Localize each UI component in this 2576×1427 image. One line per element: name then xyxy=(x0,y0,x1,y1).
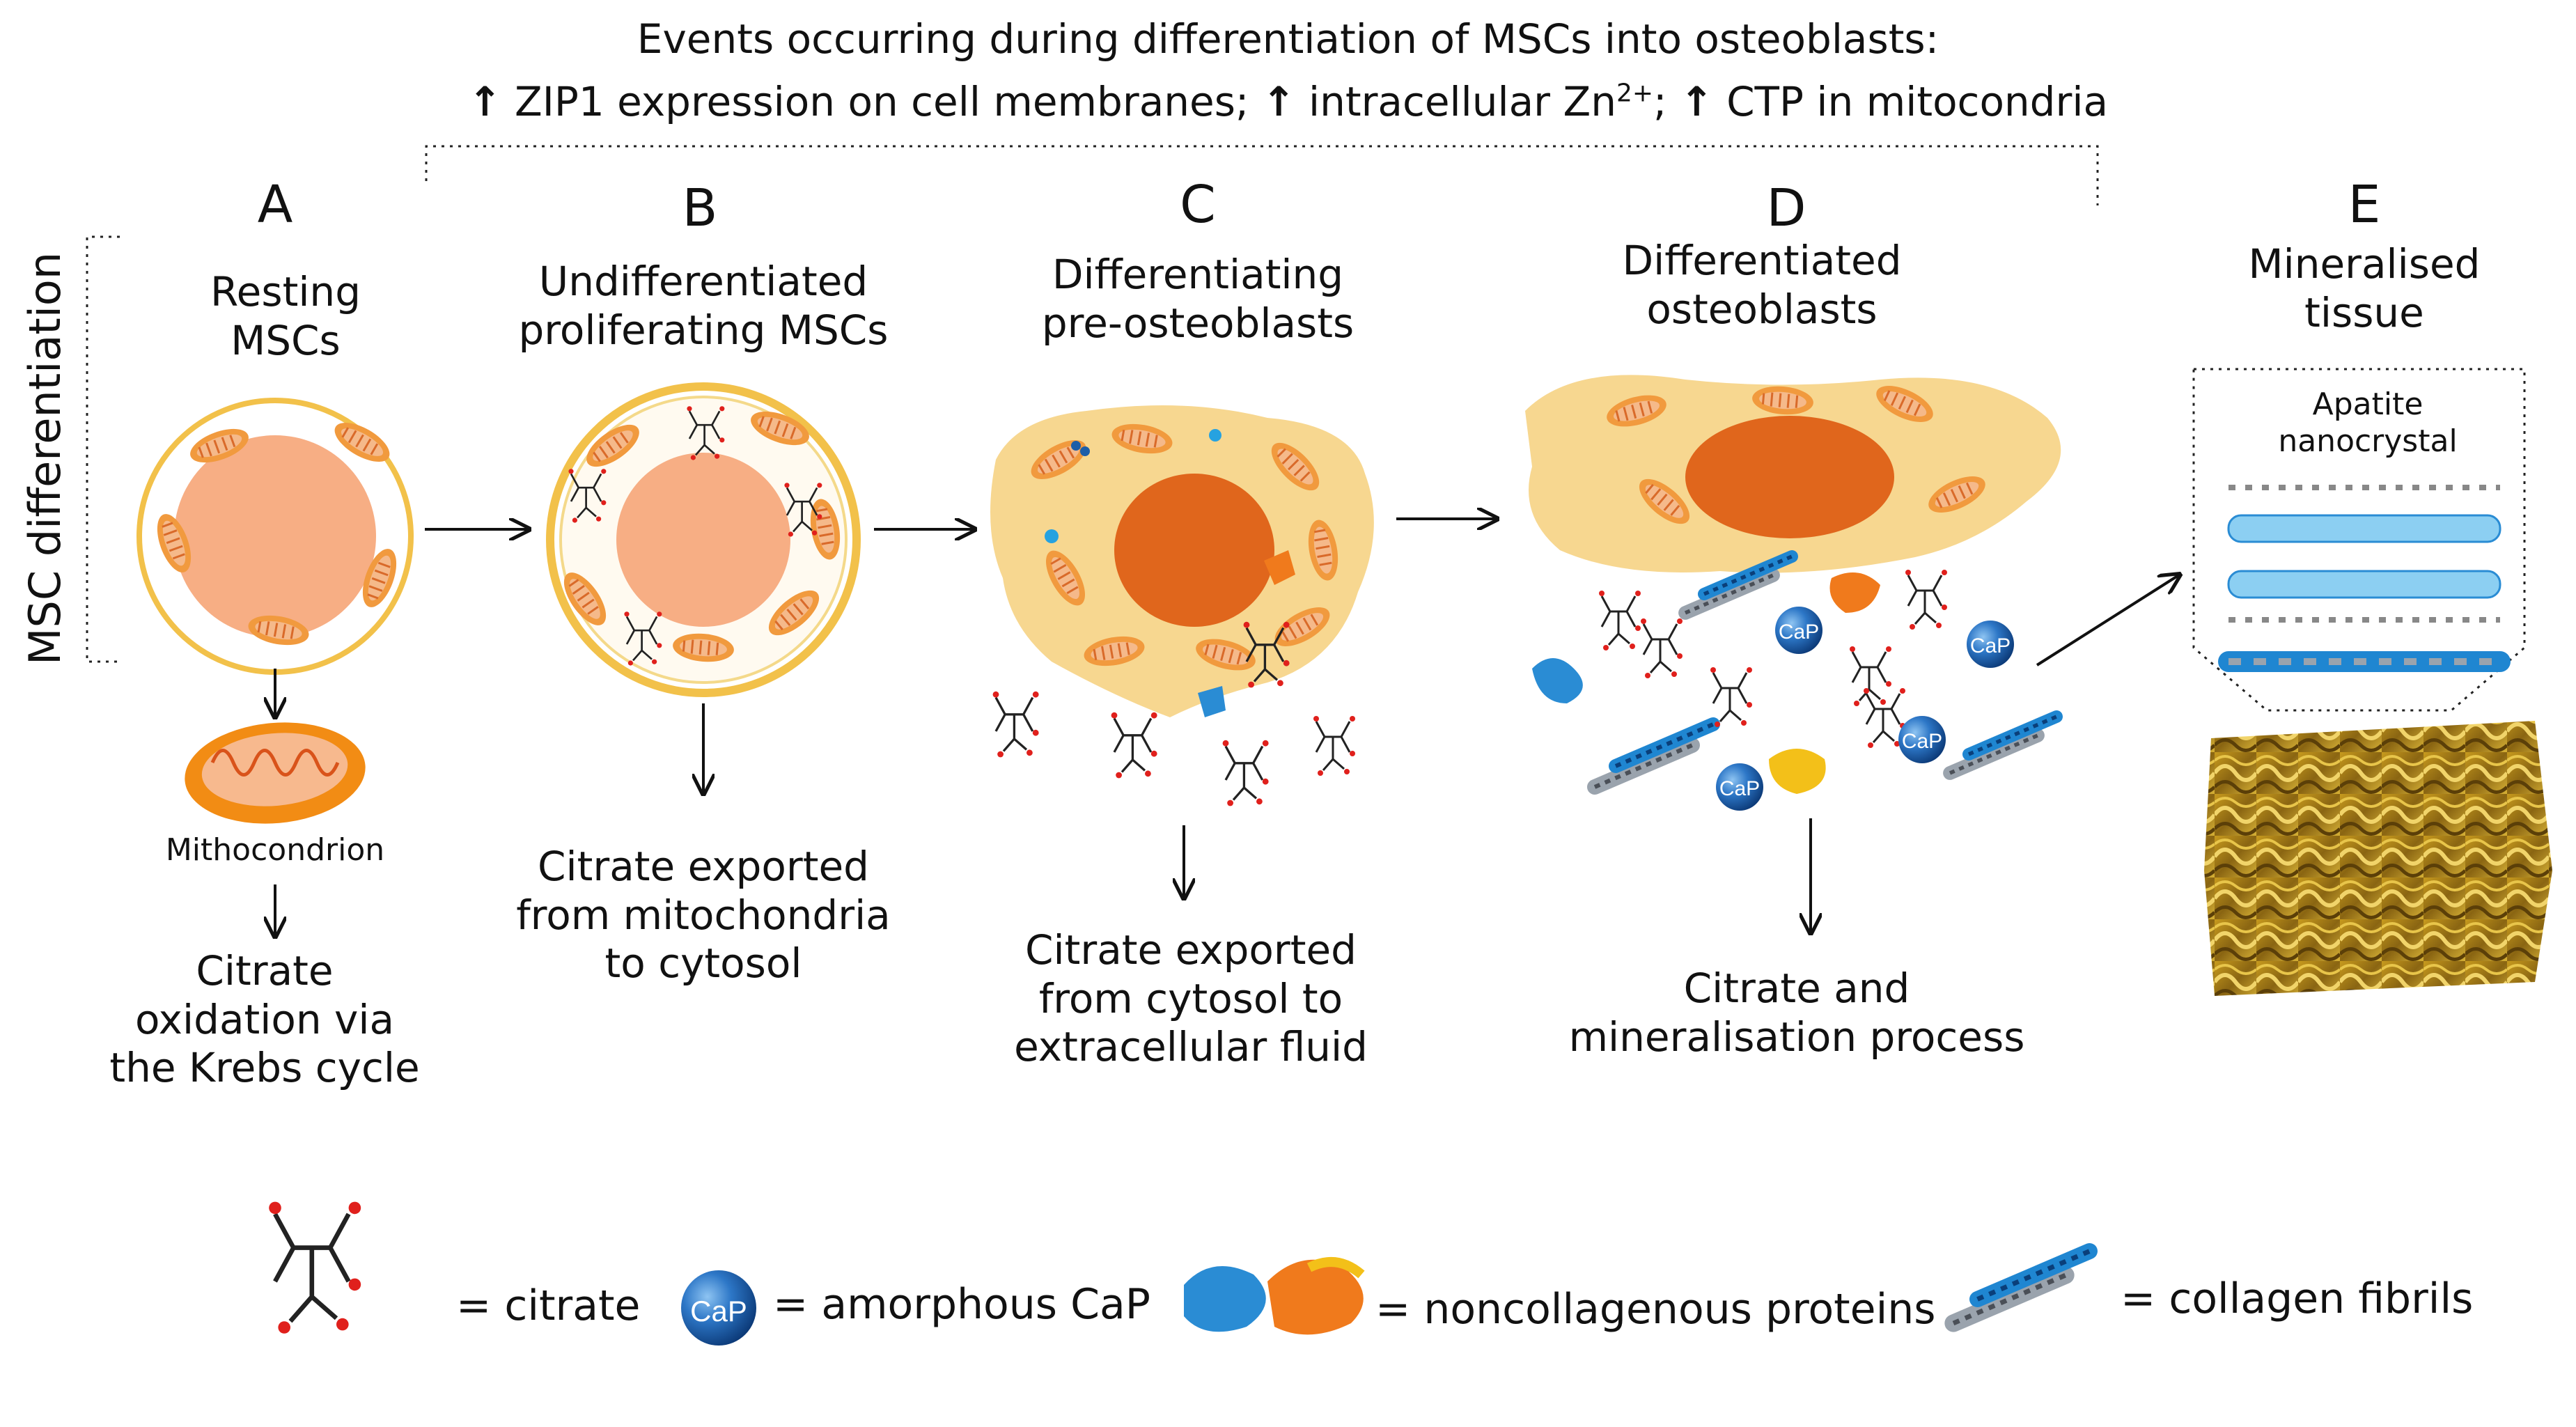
stage-c-title-line: Differentiating xyxy=(1052,251,1344,298)
stage-d-letter: D xyxy=(1766,178,1806,238)
legend-citrate: = citrate xyxy=(456,1281,641,1330)
header-item-ctp: CTP in mitocondria xyxy=(1726,78,2109,125)
stage-c-title: Differentiating pre-osteoblasts xyxy=(975,251,1421,348)
stage-a-caption: Citrate oxidation via the Krebs cycle xyxy=(84,947,446,1093)
cell-d: CaP CaP CaP CaP xyxy=(1525,375,2061,811)
stage-b-caption-line: Citrate exported xyxy=(538,843,869,890)
cell-c xyxy=(990,405,1374,808)
up-arrow-icon: ↑ xyxy=(1680,78,1714,125)
cap-label: CaP xyxy=(1902,730,1942,753)
stage-a-caption-line: Citrate xyxy=(196,947,334,995)
stage-b-letter: B xyxy=(682,178,718,238)
inset-label: Apatite nanocrystal xyxy=(2235,387,2500,460)
stage-a-caption-line: the Krebs cycle xyxy=(109,1044,420,1092)
cap-label: CaP xyxy=(1719,777,1760,800)
legend-proteins: = noncollagenous proteins xyxy=(1375,1285,1936,1334)
legend-proteins-icon xyxy=(1184,1257,1365,1335)
stage-b-caption: Citrate exported from mitochondria to cy… xyxy=(481,843,926,988)
up-arrow-icon: ↑ xyxy=(1261,78,1296,125)
stage-e-title-line: tissue xyxy=(2304,288,2424,336)
inset-label-line: Apatite xyxy=(2312,387,2423,422)
mineralised-tissue-image xyxy=(2204,721,2552,996)
header-bracket xyxy=(425,145,2099,205)
legend-cap: = amorphous CaP xyxy=(773,1280,1150,1329)
legend-cap-icon: CaP xyxy=(681,1270,756,1346)
cap-label: CaP xyxy=(1970,634,2011,657)
stage-d-caption: Citrate and mineralisation process xyxy=(1553,965,2040,1061)
header-line1: Events occurring during differentiation … xyxy=(637,15,1939,63)
legend-cap-label: CaP xyxy=(690,1295,747,1327)
stage-d-title-line: osteoblasts xyxy=(1646,285,1878,333)
legend-collagen: = collagen fibrils xyxy=(2121,1274,2474,1323)
stage-b-caption-line: to cytosol xyxy=(604,939,802,988)
cap-sphere: CaP xyxy=(1716,763,1763,811)
cap-sphere: CaP xyxy=(1967,621,2014,668)
stage-e-title: Mineralised tissue xyxy=(2208,240,2521,337)
stage-d-caption-line: mineralisation process xyxy=(1568,1013,2025,1061)
arrow-d-e xyxy=(2036,575,2180,666)
stage-b-title: Undifferentiated proliferating MSCs xyxy=(481,258,926,354)
stage-b-caption-line: from mitochondria xyxy=(516,891,891,939)
cell-b xyxy=(546,382,861,697)
stage-b-title-line: Undifferentiated xyxy=(538,258,868,305)
header-item-zn: intracellular Zn xyxy=(1308,78,1616,125)
stage-b-title-line: proliferating MSCs xyxy=(518,306,889,354)
zn-superscript: 2+ xyxy=(1616,79,1654,108)
legend-citrate-icon xyxy=(269,1202,361,1334)
stage-c-caption-line: from cytosol to xyxy=(1038,974,1343,1022)
stage-d-caption-line: Citrate and xyxy=(1683,965,1910,1012)
stage-c-title-line: pre-osteoblasts xyxy=(1041,299,1355,347)
mitochondrion-large xyxy=(185,722,366,824)
stage-a-letter: A xyxy=(257,175,293,235)
stage-e-inset xyxy=(2192,368,2526,712)
side-bracket xyxy=(86,235,120,663)
stage-c-caption-line: Citrate exported xyxy=(1025,926,1357,974)
stage-d-title-line: Differentiated xyxy=(1622,237,1902,284)
cap-label: CaP xyxy=(1779,621,1819,644)
stage-c-caption-line: extracellular fluid xyxy=(1014,1023,1368,1071)
header-line2: ↑ ZIP1 expression on cell membranes; ↑ i… xyxy=(0,78,2576,127)
stage-d-title: Differentiated osteoblasts xyxy=(1553,237,1971,334)
mitochondrion-label: Mithocondrion xyxy=(165,832,385,868)
cap-sphere: CaP xyxy=(1898,716,1946,763)
inset-label-line: nanocrystal xyxy=(2278,423,2458,459)
stage-a-caption-line: oxidation via xyxy=(134,995,394,1043)
up-arrow-icon: ↑ xyxy=(467,78,502,125)
legend-collagen-icon xyxy=(1953,1251,2090,1324)
stage-a-title-line: Resting xyxy=(210,268,361,315)
stage-c-caption: Citrate exported from cytosol to extrace… xyxy=(961,926,1421,1072)
stage-c-letter: C xyxy=(1180,175,1216,235)
stage-e-title-line: Mineralised xyxy=(2248,240,2481,288)
side-label: MSC differentiation xyxy=(19,251,70,665)
stage-e-letter: E xyxy=(2348,175,2381,235)
cell-a xyxy=(136,398,414,675)
header-item-zip1: ZIP1 expression on cell membranes; xyxy=(515,78,1249,125)
stage-a-title-line: MSCs xyxy=(231,316,341,364)
zn-suffix: ; xyxy=(1653,78,1667,125)
cap-sphere: CaP xyxy=(1775,607,1822,654)
stage-a-title: Resting MSCs xyxy=(157,268,414,365)
